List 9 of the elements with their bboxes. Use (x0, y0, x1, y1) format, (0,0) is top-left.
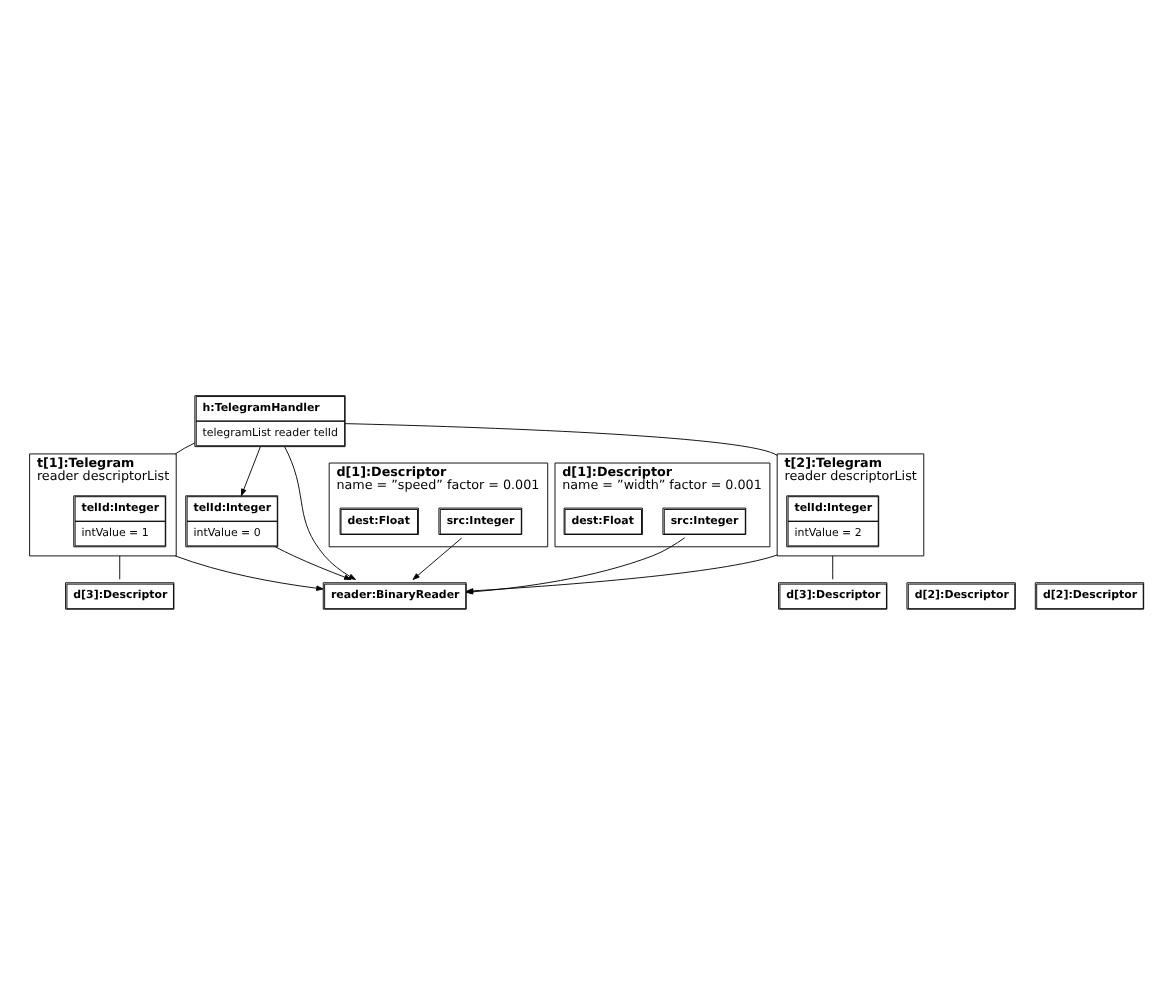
arrow (274, 546, 352, 580)
arrow (284, 446, 356, 580)
arrow (174, 555, 324, 591)
connector (174, 442, 196, 455)
connector (344, 423, 778, 456)
connector (119, 555, 121, 580)
connector (832, 555, 834, 580)
arrow (240, 446, 261, 497)
arrow (412, 537, 463, 580)
